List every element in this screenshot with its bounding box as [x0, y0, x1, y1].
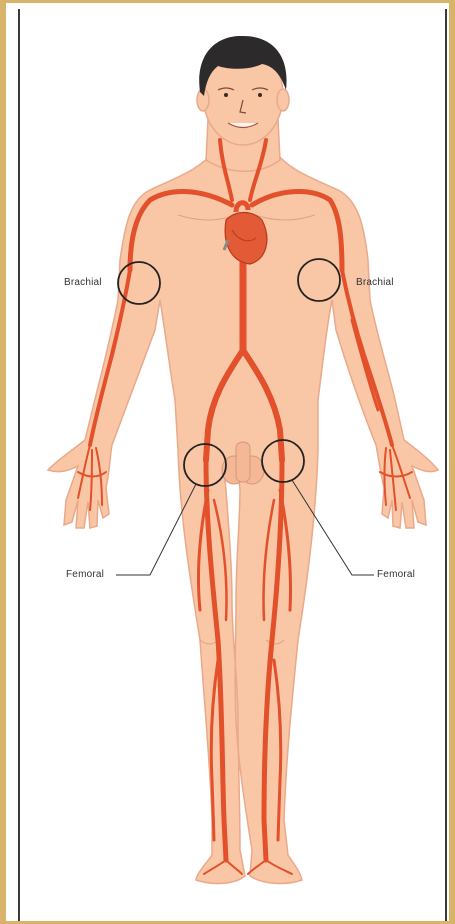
- femoral-left-label: Femoral: [66, 569, 104, 580]
- brachial-left-label: Brachial: [64, 277, 102, 288]
- brachial-right-label: Brachial: [356, 277, 394, 288]
- femoral-right-label: Femoral: [377, 569, 415, 580]
